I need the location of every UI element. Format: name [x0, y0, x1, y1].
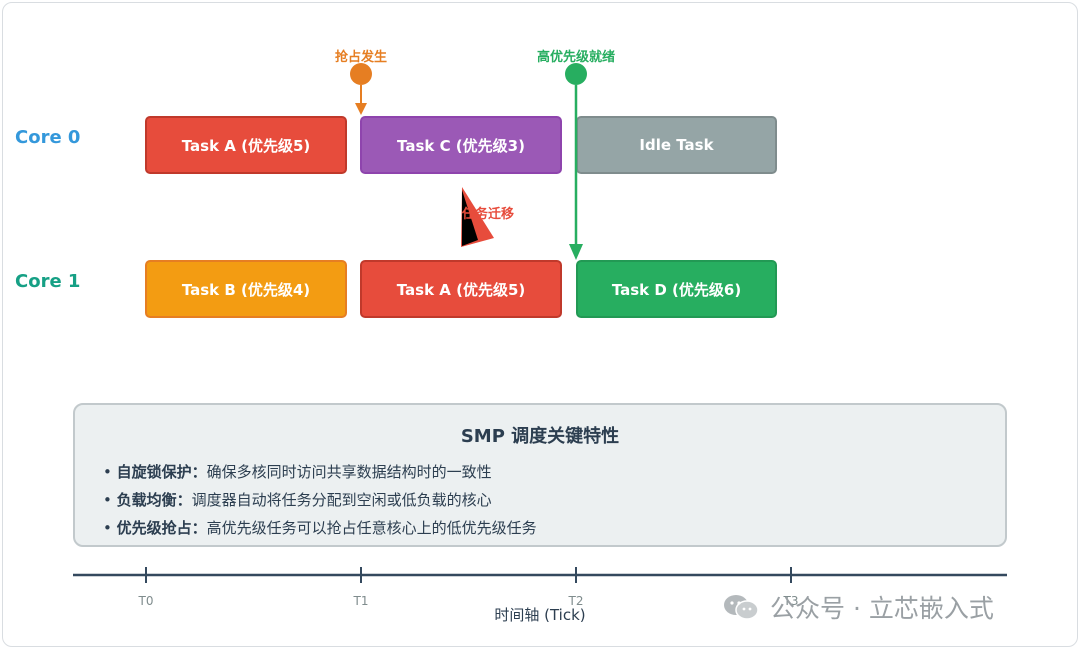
axis-title: 时间轴 (Tick)	[494, 606, 586, 624]
core1-task-d: Task D (优先级6)	[576, 260, 777, 318]
high-priority-ready-marker	[565, 63, 587, 85]
tick-label-t3: T3	[783, 594, 799, 608]
feature-item: • 自旋锁保护：确保多核同时访问共享数据结构时的一致性	[103, 463, 492, 481]
high-priority-ready-arrowhead	[569, 244, 583, 260]
feature-term: 自旋锁保护：	[116, 463, 207, 481]
features-title: SMP 调度关键特性	[460, 426, 620, 447]
wechat-icon	[724, 595, 759, 620]
high-priority-ready-label: 高优先级就绪	[536, 50, 616, 65]
feature-desc: 高优先级任务可以抢占任意核心上的低优先级任务	[206, 519, 537, 537]
features-panel: SMP 调度关键特性 • 自旋锁保护：确保多核同时访问共享数据结构时的一致性 •…	[73, 403, 1007, 547]
watermark-text: 公众号 · 立芯嵌入式	[770, 594, 994, 623]
feature-desc: 调度器自动将任务分配到空闲或低负载的核心	[191, 491, 492, 509]
core0-task-c: Task C (优先级3)	[360, 116, 562, 174]
core0-task-a: Task A (优先级5)	[145, 116, 347, 174]
tick-label-t1: T1	[353, 594, 369, 608]
preemption-label: 抢占发生	[334, 50, 388, 65]
watermark: 公众号 · 立芯嵌入式	[722, 589, 994, 625]
migration-label: 任务迁移	[462, 207, 515, 222]
feature-item: • 优先级抢占：高优先级任务可以抢占任意核心上的低优先级任务	[103, 519, 537, 537]
tick-label-t2: T2	[568, 594, 584, 608]
core0-idle-task: Idle Task	[576, 116, 777, 174]
core1-task-a: Task A (优先级5)	[360, 260, 562, 318]
tick-label-t0: T0	[138, 594, 154, 608]
core-0-label: Core 0	[15, 127, 81, 148]
core1-task-b: Task B (优先级4)	[145, 260, 347, 318]
feature-term: 优先级抢占：	[116, 519, 207, 537]
migration-arrow-shadow	[462, 190, 478, 246]
feature-desc: 确保多核同时访问共享数据结构时的一致性	[206, 463, 492, 481]
preemption-marker	[350, 63, 372, 85]
feature-item: • 负载均衡：调度器自动将任务分配到空闲或低负载的核心	[103, 491, 492, 509]
feature-term: 负载均衡：	[116, 491, 192, 509]
core-1-label: Core 1	[15, 271, 81, 292]
preemption-arrowhead	[355, 103, 367, 115]
